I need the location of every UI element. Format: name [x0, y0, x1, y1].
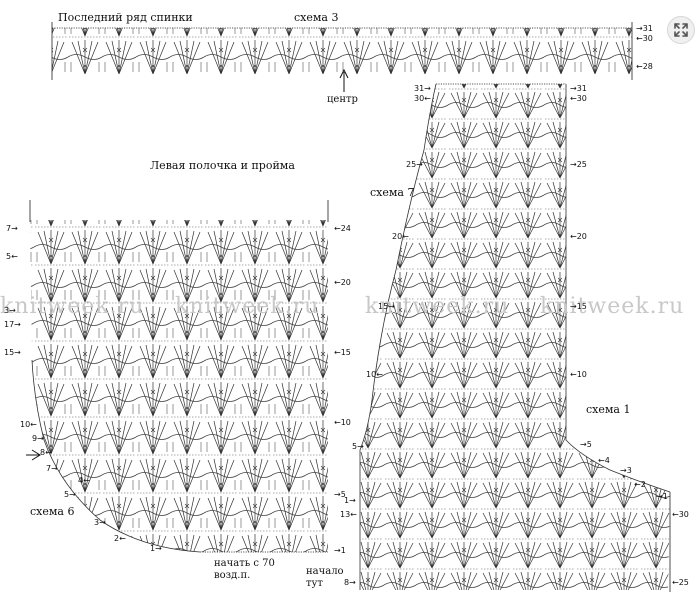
- right-row-right-label: ←30: [672, 510, 689, 519]
- left-row-label: 15→: [4, 348, 21, 357]
- right-row-left-label: 1→: [344, 496, 356, 505]
- back-scheme-label: схема 3: [294, 11, 339, 24]
- right-row-right-label: →5: [580, 440, 592, 449]
- left-row-label: 2←: [114, 534, 126, 543]
- right-row-left-label: 31→: [414, 84, 431, 93]
- right-row-left-label: 15→: [378, 302, 395, 311]
- back-row-31: →31: [636, 24, 653, 33]
- left-row-label: 5←: [6, 252, 18, 261]
- left-row-right-label: ←15: [334, 348, 351, 357]
- scheme-1-label: схема 1: [586, 403, 631, 416]
- right-row-right-label: ←20: [570, 232, 587, 241]
- right-row-left-label: 25→: [406, 160, 423, 169]
- left-row-label: 3→: [4, 306, 16, 315]
- back-row-28: ←28: [636, 62, 653, 71]
- left-row-right-label: →1: [334, 546, 346, 555]
- left-row-label: 8←: [40, 448, 52, 457]
- left-row-label: 7→: [6, 224, 18, 233]
- left-row-right-label: ←20: [334, 278, 351, 287]
- start-note-line2: возд.п.: [214, 570, 251, 581]
- left-row-label: 5→: [64, 490, 76, 499]
- right-row-left-label: 13←: [340, 510, 357, 519]
- right-row-left-label: 10←: [366, 370, 383, 379]
- left-row-right-label: →5: [334, 490, 346, 499]
- right-row-right-label: ←25: [672, 578, 689, 587]
- right-row-right-label: →25: [570, 160, 587, 169]
- expand-arrows-icon: [674, 23, 688, 37]
- back-row-30: ←30: [636, 34, 653, 43]
- right-row-right-label: ←30: [570, 94, 587, 103]
- expand-button[interactable]: [667, 16, 695, 44]
- right-row-right-label: →1: [656, 492, 668, 501]
- watermark: knitweek.ru: [175, 294, 319, 319]
- right-panel-chart: [359, 83, 671, 592]
- back-row-chart: [51, 22, 633, 92]
- begin-note-line2: тут: [306, 578, 323, 589]
- begin-note-line1: начало: [306, 566, 344, 577]
- right-row-right-label: →15: [570, 302, 587, 311]
- scheme-7-label: схема 7: [370, 186, 415, 199]
- left-row-right-label: ←10: [334, 418, 351, 427]
- watermark-text: knitweek.ru: [540, 294, 685, 319]
- right-row-left-label: 5→: [352, 442, 364, 451]
- back-title: Последний ряд спинки: [58, 11, 193, 24]
- center-label: центр: [327, 94, 358, 105]
- watermark: knitweek.ru: [540, 294, 684, 319]
- right-row-left-label: 8→: [344, 578, 356, 587]
- left-row-label: 17→: [4, 320, 21, 329]
- right-row-left-label: 30←: [414, 94, 431, 103]
- left-row-label: 1→: [150, 544, 162, 553]
- watermark: knitweek.ru: [365, 294, 509, 319]
- watermark-text: knitweek.ru: [0, 294, 145, 319]
- right-row-right-label: ←10: [570, 370, 587, 379]
- watermark: knitweek.ru: [0, 294, 144, 319]
- start-note-line1: начать с 70: [214, 558, 275, 569]
- left-row-label: 10←: [20, 420, 37, 429]
- left-row-label: 7→: [46, 464, 58, 473]
- left-front-chart: [26, 200, 329, 553]
- watermark-text: knitweek.ru: [175, 294, 320, 319]
- watermark-text: knitweek.ru: [365, 294, 510, 319]
- left-row-label: 9→: [32, 434, 44, 443]
- right-row-right-label: ←2: [634, 480, 646, 489]
- right-row-left-label: 20←: [392, 232, 409, 241]
- right-row-right-label: →3: [620, 466, 632, 475]
- right-row-right-label: →31: [570, 84, 587, 93]
- right-row-right-label: ←4: [598, 456, 610, 465]
- left-front-title: Левая полочка и пройма: [150, 159, 295, 172]
- left-row-label: 3→: [94, 518, 106, 527]
- scheme-6-label: схема 6: [30, 505, 75, 518]
- left-row-label: 4←: [78, 476, 90, 485]
- left-row-right-label: ←24: [334, 224, 351, 233]
